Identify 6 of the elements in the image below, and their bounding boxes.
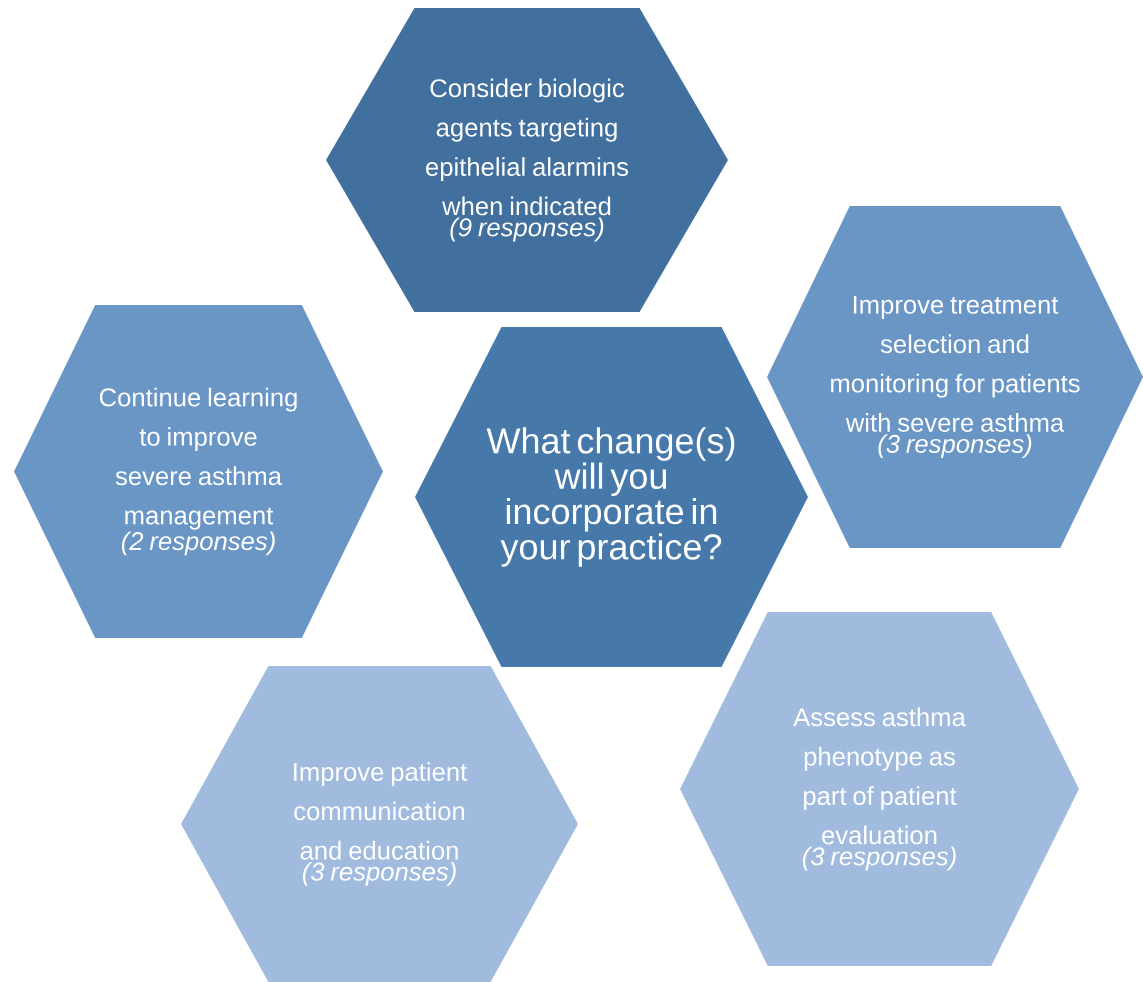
hexagon: Continue learning to improve severe asthma management (2 responses): [14, 305, 383, 638]
hexagon: Consider biologic agents targeting epithelial alarmins when indicated (9 responses): [326, 8, 728, 312]
hexagon: Improve patient communication and education (3 responses): [181, 666, 578, 982]
hexagon: Improve treatment selection and monitoring for patients with severe asthma (3 responses): [767, 206, 1143, 548]
hexagon: What change(s) will you incorporate in your practice?: [415, 327, 808, 667]
hexagon: Assess asthma phenotype as part of patient evaluation (3 responses): [680, 612, 1079, 966]
